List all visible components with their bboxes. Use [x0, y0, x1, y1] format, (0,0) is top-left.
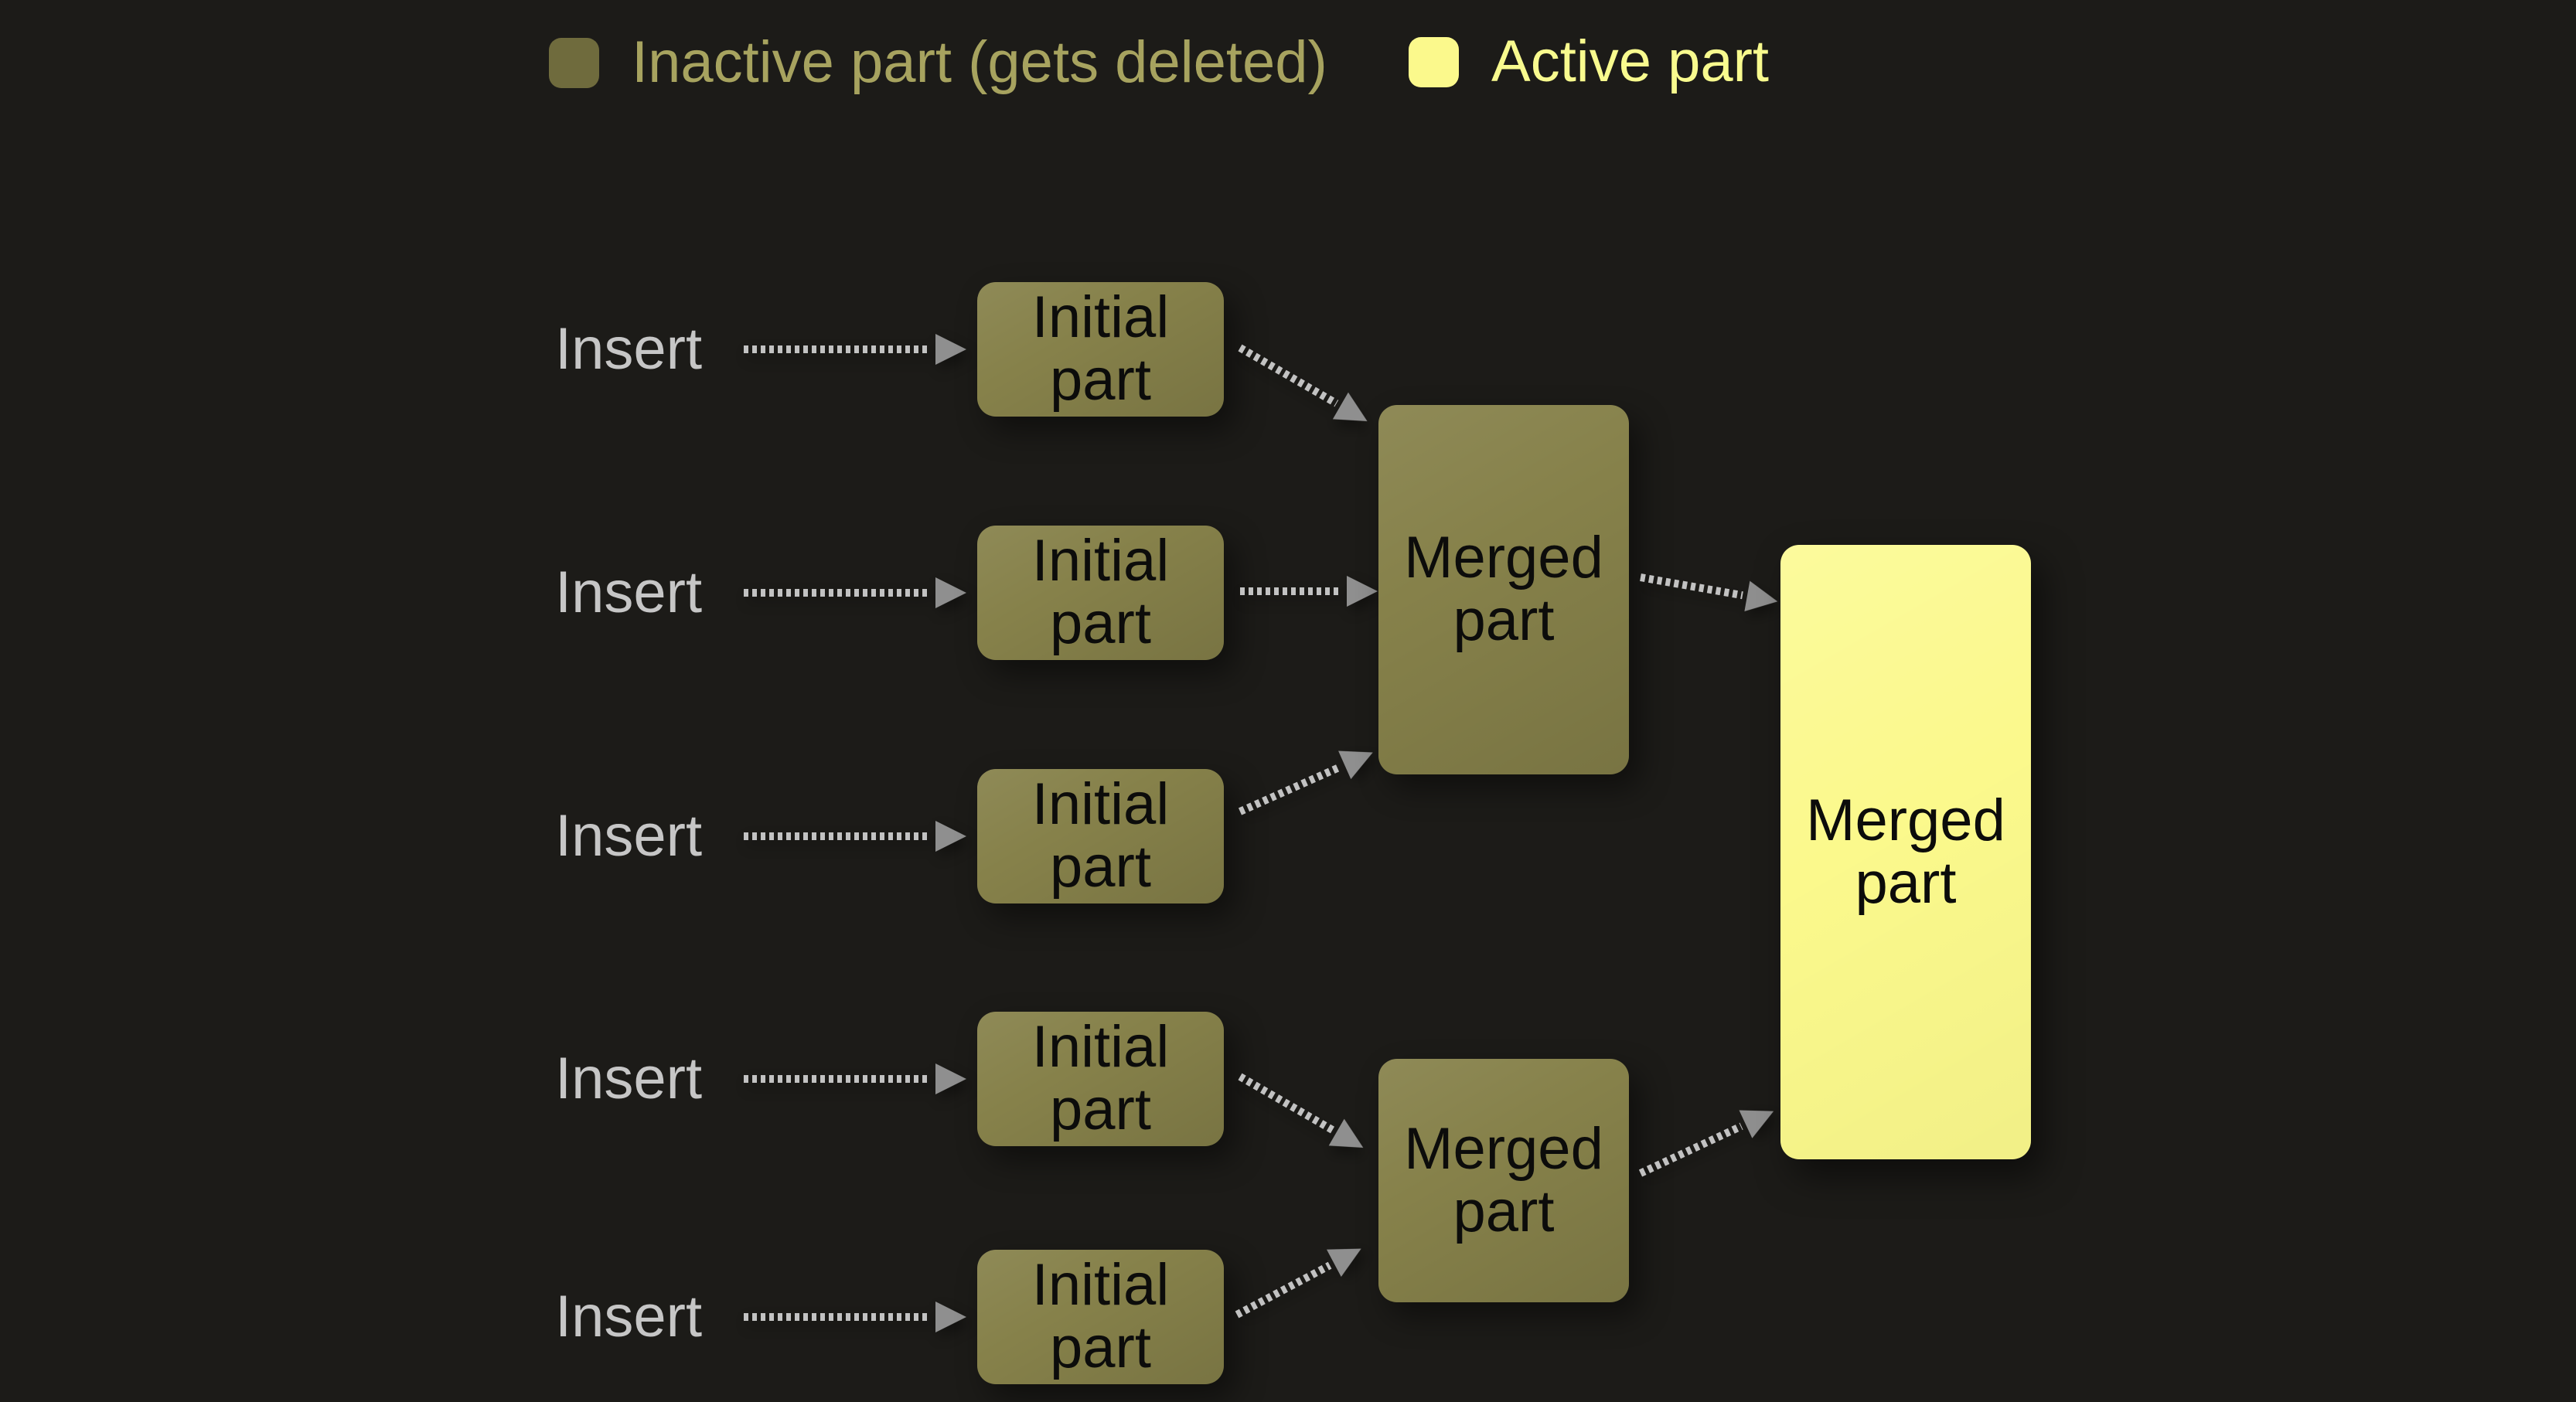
- initial-part-box-3: Initial part: [977, 769, 1224, 903]
- insert-label-3: Insert: [555, 803, 703, 869]
- merge-arrow-2: [1240, 576, 1378, 607]
- insert-label-5: Insert: [555, 1284, 703, 1349]
- final-merge-arrow-bottom: [1634, 1097, 1780, 1188]
- box-label: Initial part: [1031, 1252, 1170, 1380]
- legend-label-active: Active part: [1491, 29, 1770, 94]
- initial-part-box-2: Initial part: [977, 526, 1224, 660]
- insert-label-2: Insert: [555, 560, 703, 625]
- insert-arrow-3: [744, 821, 966, 852]
- merged-part-final-box: Merged part: [1780, 545, 2031, 1159]
- arrowhead-icon: [1332, 392, 1375, 435]
- initial-part-box-4: Initial part: [977, 1012, 1224, 1146]
- box-label: Merged part: [1404, 1115, 1603, 1244]
- legend-label-inactive: Inactive part (gets deleted): [632, 29, 1327, 95]
- arrowhead-icon: [935, 821, 966, 852]
- dotted-line: [744, 1075, 931, 1083]
- insert-arrow-2: [744, 577, 966, 608]
- box-label: Initial part: [1031, 528, 1170, 656]
- box-label: Merged part: [1806, 787, 2005, 916]
- dotted-line: [1240, 587, 1342, 595]
- box-label: Initial part: [1031, 1014, 1170, 1142]
- final-merge-arrow-top: [1638, 562, 1780, 617]
- box-label: Initial part: [1031, 284, 1170, 413]
- dotted-line: [1638, 1122, 1743, 1177]
- arrowhead-icon: [1326, 1234, 1369, 1277]
- dotted-line: [1238, 1073, 1335, 1134]
- arrowhead-icon: [935, 334, 966, 365]
- arrowhead-icon: [935, 577, 966, 608]
- insert-arrow-5: [744, 1302, 966, 1332]
- merge-arrow-5: [1230, 1234, 1369, 1329]
- merged-part-top-box: Merged part: [1378, 405, 1629, 774]
- box-label: Initial part: [1031, 771, 1170, 900]
- dotted-line: [1640, 573, 1743, 600]
- arrowhead-icon: [1338, 738, 1379, 780]
- insert-label-1: Insert: [555, 316, 703, 382]
- insert-arrow-4: [744, 1063, 966, 1094]
- inactive-swatch-icon: [549, 37, 599, 88]
- arrowhead-icon: [1739, 1097, 1780, 1138]
- box-label: Merged part: [1404, 525, 1603, 653]
- insert-arrow-1: [744, 334, 966, 365]
- dotted-line: [744, 832, 931, 840]
- initial-part-box-5: Initial part: [977, 1250, 1224, 1384]
- arrowhead-icon: [1347, 576, 1378, 607]
- dotted-line: [1238, 344, 1339, 407]
- legend-item-inactive: Inactive part (gets deleted): [549, 33, 1327, 92]
- initial-part-box-1: Initial part: [977, 282, 1224, 417]
- arrowhead-icon: [935, 1063, 966, 1094]
- merge-arrow-1: [1232, 335, 1375, 435]
- dotted-line: [1235, 1261, 1332, 1319]
- merged-part-bottom-box: Merged part: [1378, 1059, 1629, 1302]
- merge-arrow-3: [1234, 738, 1379, 825]
- active-swatch-icon: [1409, 36, 1459, 87]
- merge-arrow-4: [1232, 1063, 1371, 1162]
- arrowhead-icon: [935, 1302, 966, 1332]
- dotted-line: [744, 345, 931, 353]
- dotted-line: [744, 589, 931, 597]
- legend-item-active: Active part: [1409, 32, 1769, 91]
- arrowhead-icon: [1328, 1118, 1371, 1162]
- dotted-line: [744, 1313, 931, 1321]
- dotted-line: [1238, 763, 1342, 815]
- arrowhead-icon: [1744, 580, 1780, 617]
- insert-label-4: Insert: [555, 1046, 703, 1111]
